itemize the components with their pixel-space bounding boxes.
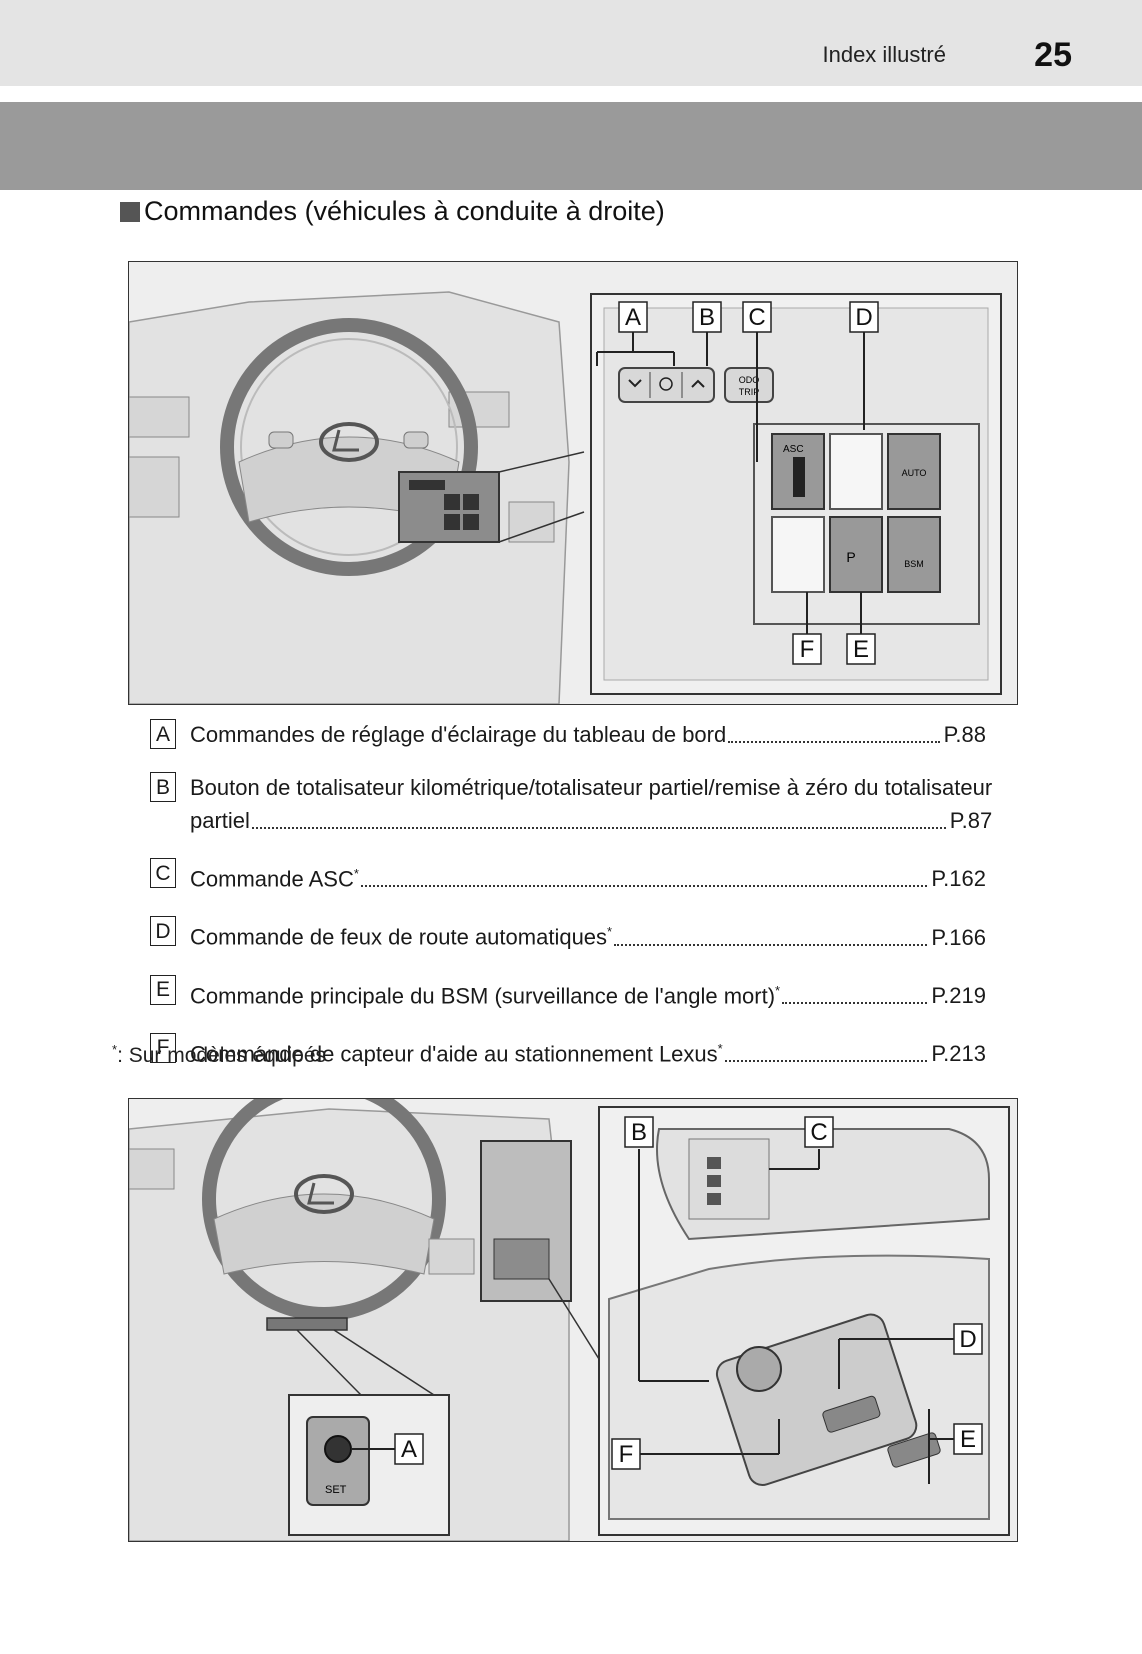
callout-b: B [631, 1119, 647, 1146]
footnote-text: : Sur modèles équipés [117, 1044, 327, 1067]
legend-page-ref[interactable]: P.166 [931, 924, 986, 950]
callout-d: D [959, 1326, 976, 1353]
legend-letter: E [150, 974, 176, 1005]
square-bullet-icon [120, 201, 140, 222]
legend-page-ref[interactable]: P.87 [949, 808, 993, 833]
legend-text: Commande principale du BSM (surveillance… [190, 982, 776, 1008]
legend-text: Commande ASC [190, 866, 354, 892]
section-label: Index illustré [822, 42, 946, 67]
legend-letter: C [150, 858, 176, 888]
legend-item-c: C Commande ASC* P.162 [150, 857, 986, 895]
legend-letter: D [150, 916, 176, 947]
dot-leader [724, 1060, 928, 1063]
legend-list: A Commandes de réglage d'éclairage du ta… [150, 718, 992, 1090]
callout-b: B [699, 304, 715, 331]
odo-label: ODO [739, 375, 760, 385]
callout-c: C [810, 1119, 827, 1146]
callout-e: E [960, 1426, 976, 1453]
auto-label: AUTO [902, 468, 927, 478]
section-heading-text: Commandes (véhicules à conduite à droite… [144, 196, 665, 226]
chapter-band [0, 102, 1142, 190]
legend-text: Bouton de totalisateur kilométrique/tota… [190, 775, 993, 800]
asterisk: * [353, 866, 359, 881]
legend-text: Commande de capteur d'aide au stationnem… [190, 1041, 718, 1067]
legend-item-d: D Commande de feux de route automatiques… [150, 915, 986, 953]
callout-c: C [748, 304, 765, 331]
dot-leader [782, 1001, 928, 1004]
footnote: *: Sur modèles équipés [112, 1042, 326, 1068]
dashboard-illustration: ODO TRIP ASC AUTO P BSM A B C D F [129, 262, 1017, 704]
asterisk: * [607, 924, 613, 940]
door-illustration: SET B C D E F A [129, 1099, 1017, 1541]
figure-dashboard-controls: ODO TRIP ASC AUTO P BSM A B C D F [128, 261, 1018, 705]
dot-leader [614, 943, 928, 946]
header-band [0, 0, 1142, 86]
bsm-label: BSM [904, 559, 924, 569]
set-label: SET [325, 1484, 347, 1496]
legend-page-ref[interactable]: P.213 [931, 1041, 986, 1067]
callout-a: A [625, 304, 641, 331]
legend-text: Commandes de réglage d'éclairage du tabl… [190, 722, 727, 747]
legend-text-continued: partiel [190, 808, 250, 833]
dot-leader [360, 885, 928, 888]
asc-label: ASC [783, 444, 804, 455]
legend-letter: B [150, 772, 176, 802]
dot-leader [251, 827, 946, 829]
legend-text: Commande de feux de route automatiques [190, 924, 608, 950]
callout-f: F [619, 1441, 634, 1468]
trip-label: TRIP [739, 387, 760, 397]
section-heading: Commandes (véhicules à conduite à droite… [120, 196, 665, 227]
callout-a: A [401, 1436, 417, 1463]
figure-door-controls: SET B C D E F A [128, 1098, 1018, 1542]
legend-letter: A [150, 719, 176, 749]
legend-item-a: A Commandes de réglage d'éclairage du ta… [150, 718, 986, 751]
callout-e: E [853, 636, 869, 663]
asterisk: * [775, 982, 781, 998]
legend-page-ref[interactable]: P.219 [931, 982, 986, 1008]
legend-item-f: F Commande de capteur d'aide au stationn… [150, 1032, 986, 1070]
legend-item-e: E Commande principale du BSM (surveillan… [150, 974, 986, 1012]
park-label: P [846, 549, 855, 565]
footnote-asterisk: * [112, 1042, 118, 1057]
callout-d: D [855, 304, 872, 331]
legend-letter: F [150, 1032, 176, 1063]
asterisk: * [717, 1040, 723, 1056]
legend-page-ref[interactable]: P.162 [931, 866, 986, 892]
page-number: 25 [1034, 36, 1072, 74]
dot-leader [728, 741, 940, 743]
legend-item-b: B Bouton de totalisateur kilométrique/to… [150, 771, 992, 837]
callout-f: F [800, 636, 815, 663]
legend-page-ref[interactable]: P.88 [943, 722, 986, 747]
